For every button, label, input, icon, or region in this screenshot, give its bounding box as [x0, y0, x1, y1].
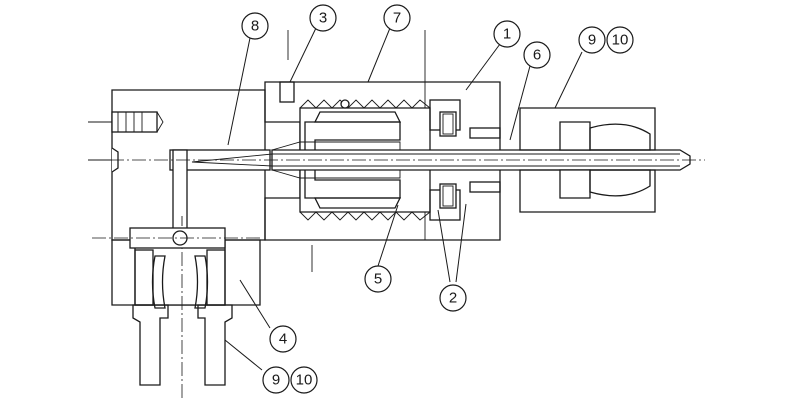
callout-9-top: 9: [578, 26, 606, 54]
right-nut: [519, 107, 656, 213]
leader-5: [377, 204, 399, 267]
callout-9-top-label: 9: [588, 32, 596, 49]
threaded-adaptor: [304, 111, 402, 209]
internal-passage: [92, 149, 273, 249]
leader-2b: [455, 203, 467, 283]
callout-10-top: 10: [606, 26, 634, 54]
callout-4: 4: [269, 325, 297, 353]
callout-9-bottom: 9: [262, 366, 290, 394]
callout-5-label: 5: [374, 271, 382, 288]
leader-8: [227, 37, 251, 146]
callout-10-bottom-label: 10: [296, 372, 313, 389]
callout-4-label: 4: [279, 331, 287, 348]
leader-9-top: [554, 51, 583, 109]
callout-5: 5: [364, 265, 392, 293]
callout-6-label: 6: [533, 47, 541, 64]
callout-8: 8: [241, 12, 269, 40]
callout-1: 1: [493, 20, 521, 48]
callout-2: 2: [439, 284, 467, 312]
leader-4: [239, 279, 271, 329]
callout-1-label: 1: [503, 26, 511, 43]
leader-7: [367, 27, 391, 83]
leader-9-bottom: [224, 339, 263, 371]
leader-lines: [224, 27, 583, 371]
callout-2-label: 2: [449, 290, 457, 307]
callout-3-label: 3: [319, 10, 327, 27]
callout-10-bottom: 10: [290, 366, 318, 394]
leader-3: [289, 27, 317, 83]
callout-7: 7: [383, 4, 411, 32]
callout-10-top-label: 10: [612, 32, 629, 49]
leader-2a: [437, 209, 451, 283]
vertical-outlet: [132, 230, 233, 398]
callout-8-label: 8: [251, 18, 259, 35]
seals: [429, 99, 501, 221]
leader-1: [465, 43, 501, 91]
leader-6: [509, 65, 531, 141]
callout-7-label: 7: [393, 10, 401, 27]
callout-3: 3: [309, 4, 337, 32]
center-lines: [88, 30, 705, 272]
callout-9-bottom-label: 9: [272, 372, 280, 389]
callout-6: 6: [523, 41, 551, 69]
